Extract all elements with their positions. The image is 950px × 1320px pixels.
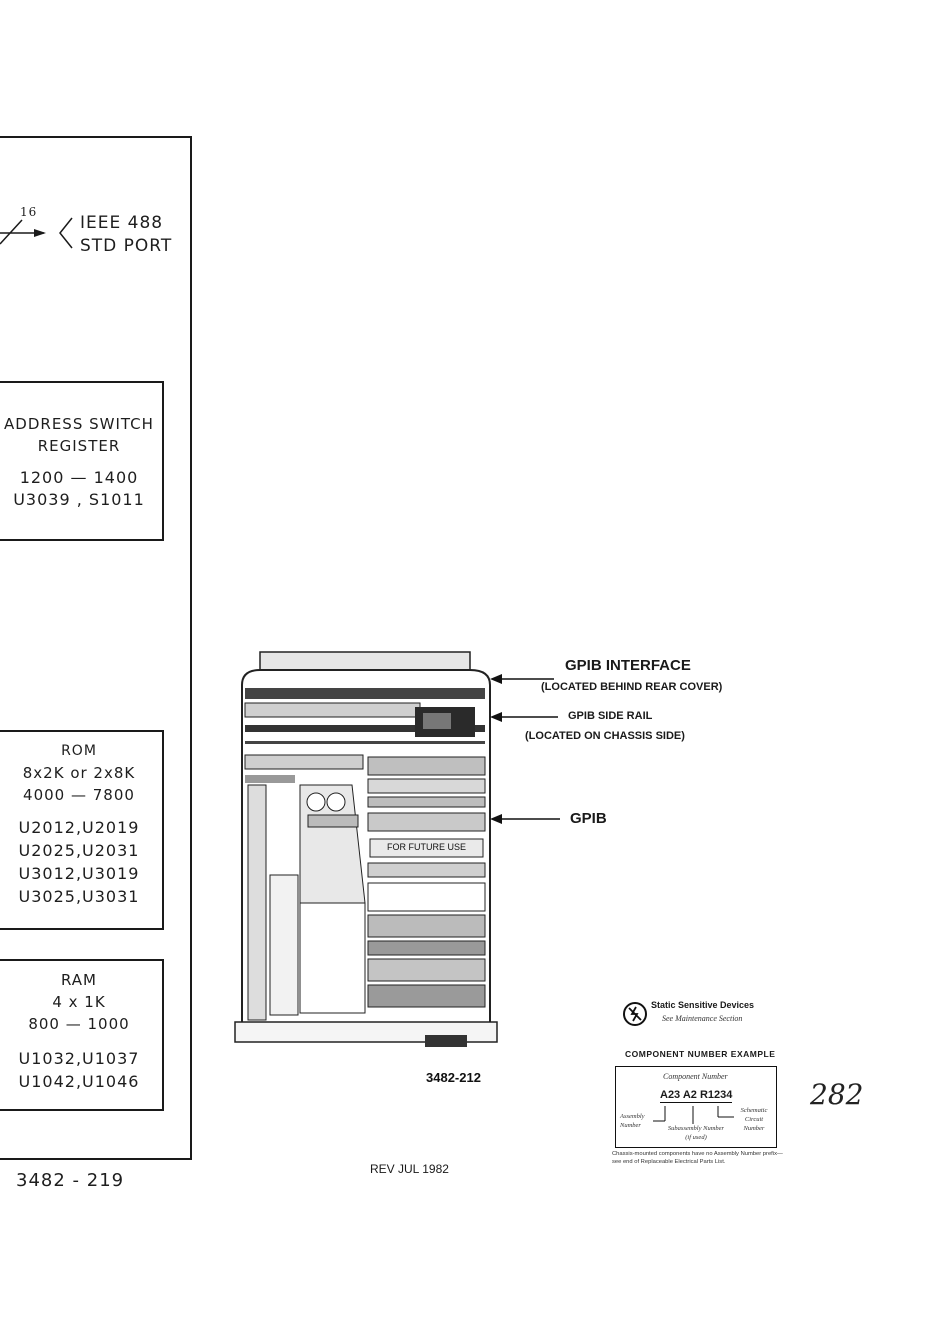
component-example-note: Chassis-mounted components have no Assem… bbox=[612, 1151, 783, 1165]
component-example-box bbox=[615, 1066, 777, 1148]
schematic-outer-frame bbox=[0, 136, 192, 1160]
page-number: 282 bbox=[810, 1078, 864, 1111]
static-sensitive-subtitle: See Maintenance Section bbox=[662, 1014, 743, 1023]
gpib-interface-note: (LOCATED BEHIND REAR COVER) bbox=[541, 681, 723, 693]
figure-number: 3482-212 bbox=[426, 1070, 481, 1085]
chassis-illustration bbox=[234, 651, 498, 1047]
rom-config: 8x2K or 2x8K bbox=[22, 764, 136, 782]
rom-parts-1: U2012,U2019 bbox=[18, 818, 140, 837]
callout-arrows bbox=[490, 674, 560, 824]
rom-parts-4: U3025,U3031 bbox=[18, 887, 140, 906]
component-example-connectors bbox=[653, 1106, 734, 1124]
static-sensitive-icon bbox=[623, 1002, 647, 1026]
component-example-heading: COMPONENT NUMBER EXAMPLE bbox=[625, 1049, 776, 1059]
future-use-label: FOR FUTURE USE bbox=[386, 842, 466, 852]
ram-parts-2: U1042,U1046 bbox=[18, 1072, 140, 1091]
address-switch-parts: U3039 , S1011 bbox=[13, 490, 145, 509]
schematic-circuit-label: Schematic Circuit Number bbox=[740, 1107, 768, 1132]
bus-width-label: 16 bbox=[20, 205, 38, 219]
gpib-interface-label: GPIB INTERFACE bbox=[565, 657, 691, 674]
component-number-label: Component Number bbox=[663, 1072, 728, 1081]
rom-parts-3: U3012,U3019 bbox=[18, 864, 140, 883]
bus-arrow-icon bbox=[0, 217, 73, 249]
ram-parts-1: U1032,U1037 bbox=[18, 1049, 140, 1068]
revision-label: REV JUL 1982 bbox=[370, 1162, 449, 1176]
ram-range: 800 — 1000 bbox=[28, 1015, 130, 1033]
rom-range: 4000 — 7800 bbox=[23, 786, 135, 804]
ram-config: 4 x 1K bbox=[52, 993, 106, 1011]
subassembly-number-label: Subassembly Number (if used) bbox=[667, 1125, 725, 1141]
component-code: A23 A2 R1234 bbox=[660, 1089, 733, 1103]
assembly-number-label: Assembly Number bbox=[620, 1113, 645, 1129]
ram-block: RAM 4 x 1K 800 — 1000 U1032,U1037 U1042,… bbox=[0, 959, 164, 1111]
rom-title: ROM bbox=[61, 743, 97, 759]
ieee-port-line2: STD PORT bbox=[80, 236, 173, 256]
left-figure-number: 3482 - 219 bbox=[16, 1170, 125, 1191]
gpib-label: GPIB bbox=[570, 810, 607, 827]
ieee-port-label: IEEE 488 STD PORT bbox=[80, 212, 172, 258]
address-switch-register-block: ADDRESS SWITCH REGISTER 1200 — 1400 U303… bbox=[0, 381, 164, 541]
ram-title: RAM bbox=[60, 971, 98, 989]
rom-parts-2: U2025,U2031 bbox=[18, 841, 140, 860]
address-switch-line2: REGISTER bbox=[37, 437, 121, 455]
static-sensitive-title: Static Sensitive Devices bbox=[651, 1000, 755, 1010]
address-switch-line1: ADDRESS SWITCH bbox=[4, 415, 154, 433]
rom-block: ROM 8x2K or 2x8K 4000 — 7800 U2012,U2019… bbox=[0, 730, 164, 930]
ieee-port-line1: IEEE 488 bbox=[80, 213, 164, 233]
address-switch-range: 1200 — 1400 bbox=[19, 468, 139, 487]
gpib-side-rail-label: GPIB SIDE RAIL bbox=[568, 710, 653, 722]
gpib-side-rail-note: (LOCATED ON CHASSIS SIDE) bbox=[525, 730, 685, 742]
